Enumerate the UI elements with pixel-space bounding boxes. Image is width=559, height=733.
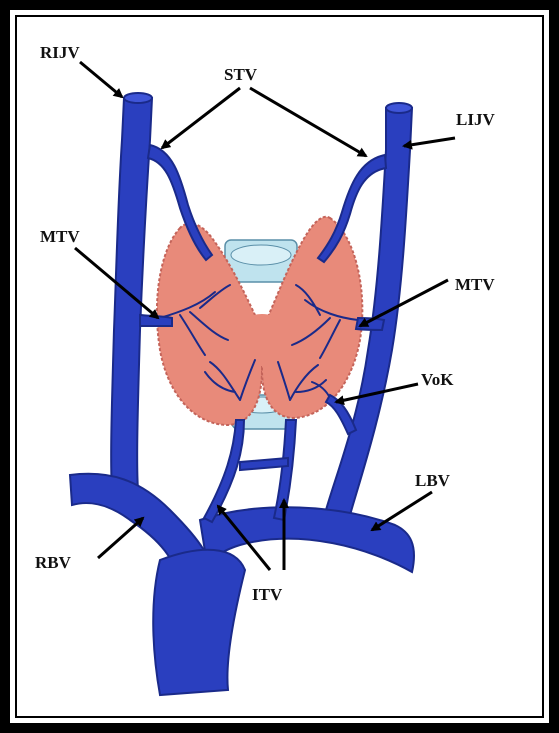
label-lijv: LIJV [456, 110, 495, 129]
label-mtv-right: MTV [455, 275, 495, 294]
label-rbv: RBV [35, 553, 72, 572]
label-vok: VoK [421, 370, 454, 389]
label-mtv-left: MTV [40, 227, 80, 246]
label-lbv: LBV [415, 471, 451, 490]
label-rijv: RIJV [40, 43, 80, 62]
label-stv: STV [224, 65, 258, 84]
label-itv: ITV [252, 585, 283, 604]
